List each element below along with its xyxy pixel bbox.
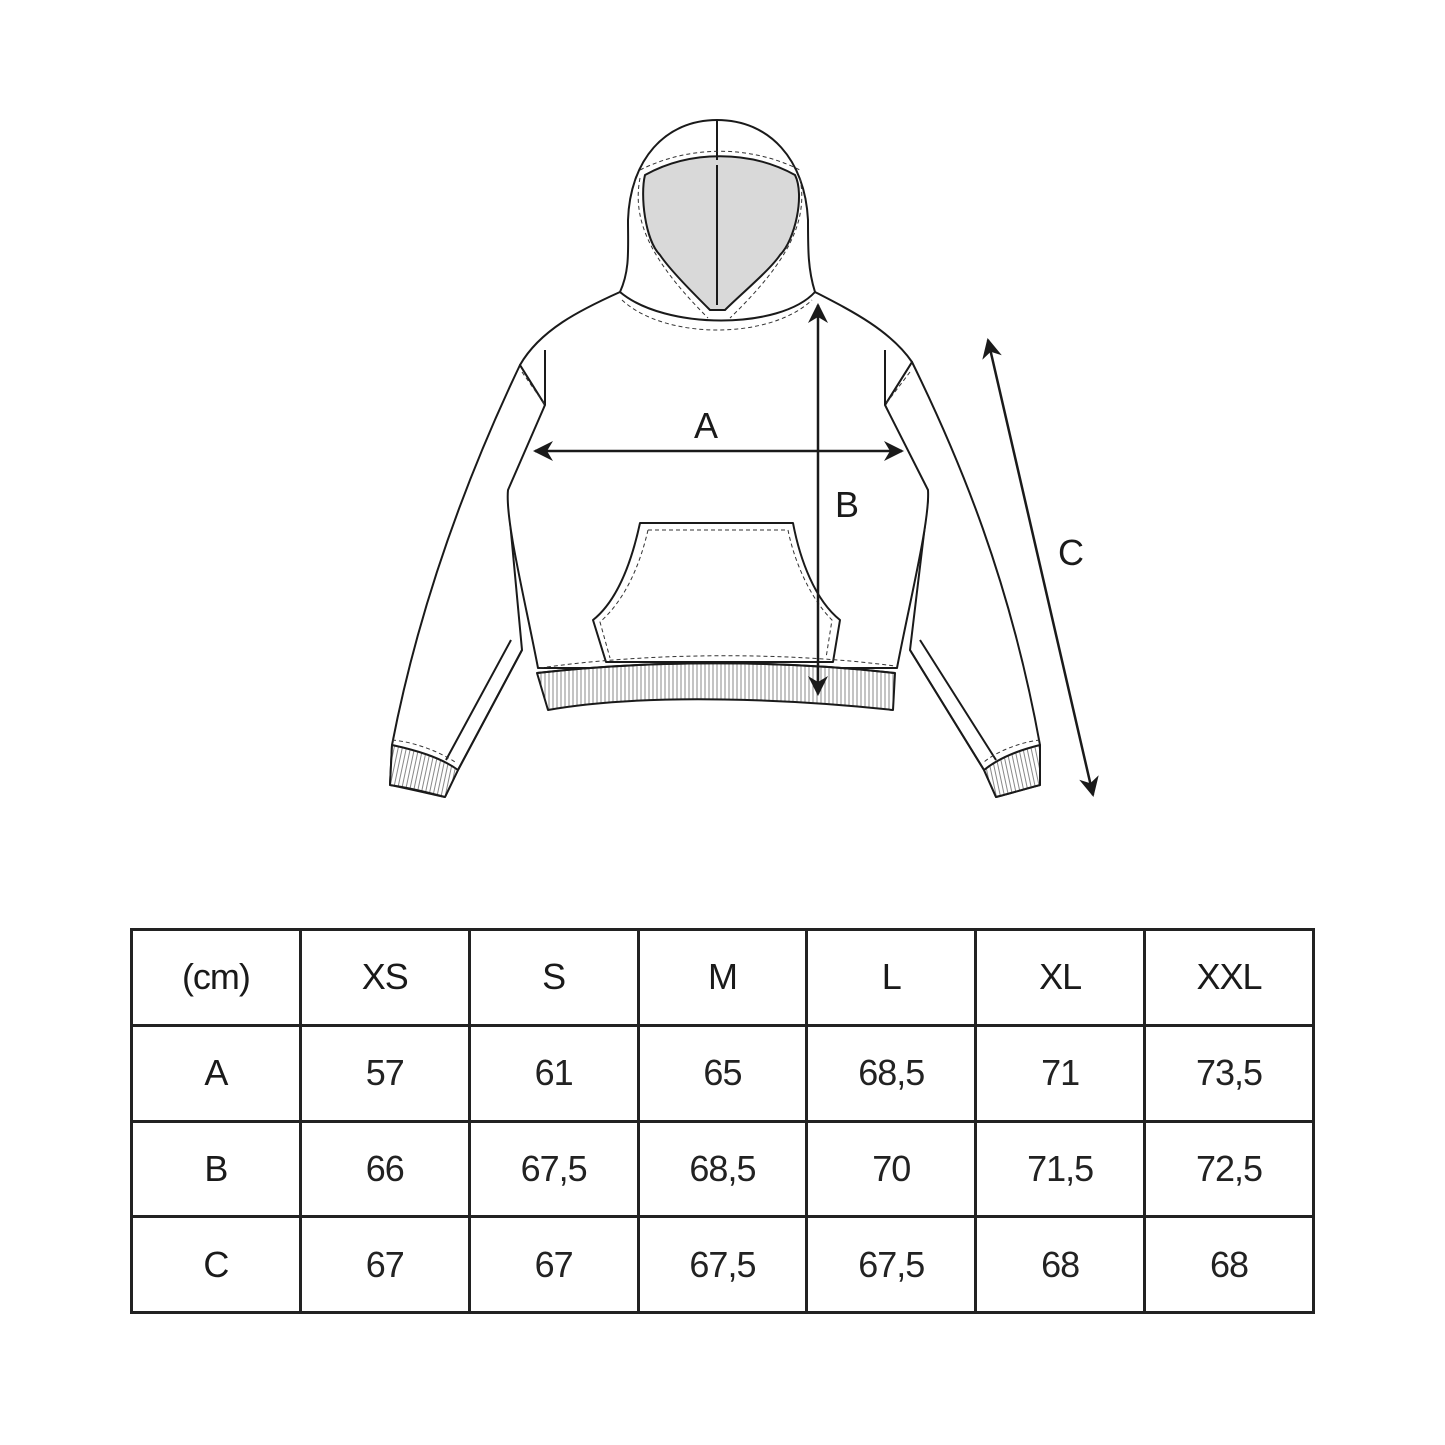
table-cell: 71: [974, 1023, 1147, 1123]
size-header-s: S: [467, 928, 640, 1027]
size-header-m: M: [636, 928, 809, 1027]
size-chart-table: (cm) XS S M L XL XXL A 57 61 65 68,5 71 …: [130, 928, 1315, 1314]
table-cell: 67,5: [805, 1215, 978, 1314]
dimension-label-a: A: [694, 405, 719, 446]
table-row: B 66 67,5 68,5 70 71,5 72,5: [130, 1119, 1315, 1219]
unit-header: (cm): [130, 928, 302, 1027]
size-header-xxl: XXL: [1143, 928, 1315, 1027]
table-cell: 71,5: [974, 1119, 1147, 1219]
size-header-xl: XL: [974, 928, 1147, 1027]
table-cell: 73,5: [1143, 1023, 1315, 1123]
table-cell: 68,5: [636, 1119, 809, 1219]
dimension-label-c: C: [1058, 532, 1084, 573]
table-cell: 67: [467, 1215, 640, 1314]
size-header-l: L: [805, 928, 978, 1027]
table-cell: 65: [636, 1023, 809, 1123]
hoodie-diagram: A B C: [389, 119, 1099, 798]
table-cell: 67: [298, 1215, 471, 1314]
row-label-b: B: [130, 1119, 302, 1219]
table-cell: 70: [805, 1119, 978, 1219]
row-label-c: C: [130, 1215, 302, 1314]
table-row: C 67 67 67,5 67,5 68 68: [130, 1215, 1315, 1314]
table-row: A 57 61 65 68,5 71 73,5: [130, 1023, 1315, 1123]
table-cell: 68: [974, 1215, 1147, 1314]
table-cell: 67,5: [636, 1215, 809, 1314]
dimension-label-b: B: [835, 484, 860, 525]
table-cell: 66: [298, 1119, 471, 1219]
size-header-xs: XS: [298, 928, 471, 1027]
table-cell: 57: [298, 1023, 471, 1123]
table-cell: 61: [467, 1023, 640, 1123]
table-header-row: (cm) XS S M L XL XXL: [130, 928, 1315, 1027]
table-cell: 68,5: [805, 1023, 978, 1123]
table-cell: 72,5: [1143, 1119, 1315, 1219]
row-label-a: A: [130, 1023, 302, 1123]
table-cell: 67,5: [467, 1119, 640, 1219]
hoodie-illustration-icon: [389, 119, 1099, 798]
table-cell: 68: [1143, 1215, 1315, 1314]
